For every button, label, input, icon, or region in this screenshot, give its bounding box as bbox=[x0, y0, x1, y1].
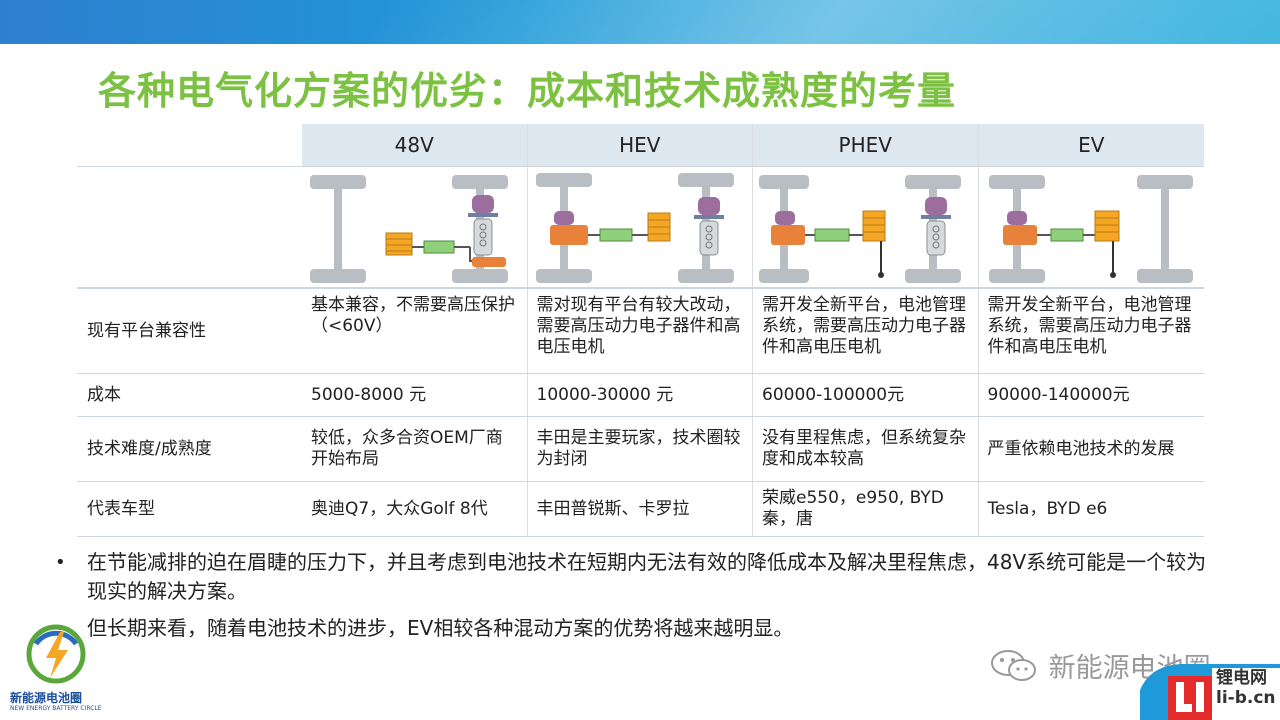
table-cell: 奥迪Q7，大众Golf 8代 bbox=[302, 482, 528, 536]
diagram-ev bbox=[978, 167, 1204, 287]
table-row-cost: 成本 5000-8000 元 10000-30000 元 60000-10000… bbox=[77, 374, 1204, 417]
column-header-ev: EV bbox=[978, 124, 1204, 166]
diagram-row-label bbox=[77, 167, 302, 287]
table-cell: 基本兼容，不需要高压保护（<60V） bbox=[302, 289, 528, 373]
bullet-dot: • bbox=[55, 552, 66, 573]
bullet-item: • 但长期来看，随着电池技术的进步，EV相较各种混动方案的优势将越来越明显。 bbox=[55, 614, 1225, 643]
bullet-list: • 在节能减排的迫在眉睫的压力下，并且考虑到电池技术在短期内无法有效的降低成本及… bbox=[55, 548, 1225, 643]
table-row-compatibility: 现有平台兼容性 基本兼容，不需要高压保护（<60V） 需对现有平台有较大改动，需… bbox=[77, 288, 1204, 374]
table-cell: 10000-30000 元 bbox=[528, 374, 753, 416]
row-label: 技术难度/成熟度 bbox=[87, 438, 212, 459]
table-cell: 需开发全新平台，电池管理系统，需要高压动力电子器件和高电压电机 bbox=[753, 289, 979, 373]
column-header-48v: 48V bbox=[302, 124, 528, 166]
row-label: 代表车型 bbox=[87, 498, 155, 519]
table-cell: Tesla，BYD e6 bbox=[987, 498, 1108, 519]
table-cell: 丰田普锐斯、卡罗拉 bbox=[528, 482, 753, 536]
diagram-phev bbox=[753, 167, 979, 287]
wechat-icon bbox=[990, 648, 1040, 691]
row-label: 成本 bbox=[87, 384, 121, 405]
page-title: 各种电气化方案的优劣：成本和技术成熟度的考量 bbox=[98, 69, 957, 113]
table-cell: 5000-8000 元 bbox=[302, 374, 528, 416]
logo-subtitle: NEW ENERGY BATTERY CIRCLE bbox=[10, 705, 102, 712]
table-row-models: 代表车型 奥迪Q7，大众Golf 8代 丰田普锐斯、卡罗拉 荣威e550，e95… bbox=[77, 482, 1204, 537]
table-cell: 荣威e550，e950, BYD 秦，唐 bbox=[753, 482, 979, 536]
table-cell: 没有里程焦虑，但系统复杂度和成本较高 bbox=[753, 417, 979, 481]
comparison-table: 48V HEV PHEV EV bbox=[77, 124, 1204, 537]
corner-brand-text: 锂电网 li-b.cn bbox=[1216, 668, 1276, 708]
table-cell: 较低，众多合资OEM厂商开始布局 bbox=[302, 417, 528, 481]
table-cell: 严重依赖电池技术的发展 bbox=[987, 438, 1175, 459]
table-cell: 需对现有平台有较大改动，需要高压动力电子器件和高电压电机 bbox=[528, 289, 753, 373]
logo-name: 新能源电池圈 bbox=[10, 691, 83, 705]
table-cell: 丰田是主要玩家，技术圈较为封闭 bbox=[528, 417, 753, 481]
column-header-phev: PHEV bbox=[753, 124, 979, 166]
table-row-difficulty: 技术难度/成熟度 较低，众多合资OEM厂商开始布局 丰田是主要玩家，技术圈较为封… bbox=[77, 417, 1204, 482]
table-header-row: 48V HEV PHEV EV bbox=[77, 124, 1204, 167]
top-banner bbox=[0, 0, 1280, 44]
bullet-text: 但长期来看，随着电池技术的进步，EV相较各种混动方案的优势将越来越明显。 bbox=[87, 616, 794, 640]
diagram-48v bbox=[302, 167, 528, 287]
table-cell: 需开发全新平台，电池管理系统，需要高压动力电子器件和高电压电机 bbox=[987, 295, 1192, 357]
header-corner bbox=[77, 124, 302, 166]
bullet-text: 在节能减排的迫在眉睫的压力下，并且考虑到电池技术在短期内无法有效的降低成本及解决… bbox=[87, 550, 1207, 603]
corner-brand-line2: li-b.cn bbox=[1216, 688, 1276, 708]
corner-brand-icon bbox=[1140, 664, 1280, 720]
bullet-item: • 在节能减排的迫在眉睫的压力下，并且考虑到电池技术在短期内无法有效的降低成本及… bbox=[55, 548, 1225, 606]
diagram-hev bbox=[527, 167, 753, 287]
table-cell: 60000-100000元 bbox=[753, 374, 979, 416]
row-label: 现有平台兼容性 bbox=[87, 320, 206, 341]
corner-brand-line1: 锂电网 bbox=[1216, 668, 1267, 688]
brand-logo-icon bbox=[26, 624, 86, 684]
column-header-hev: HEV bbox=[527, 124, 753, 166]
diagram-row bbox=[77, 167, 1204, 288]
table-cell: 90000-140000元 bbox=[987, 384, 1130, 405]
